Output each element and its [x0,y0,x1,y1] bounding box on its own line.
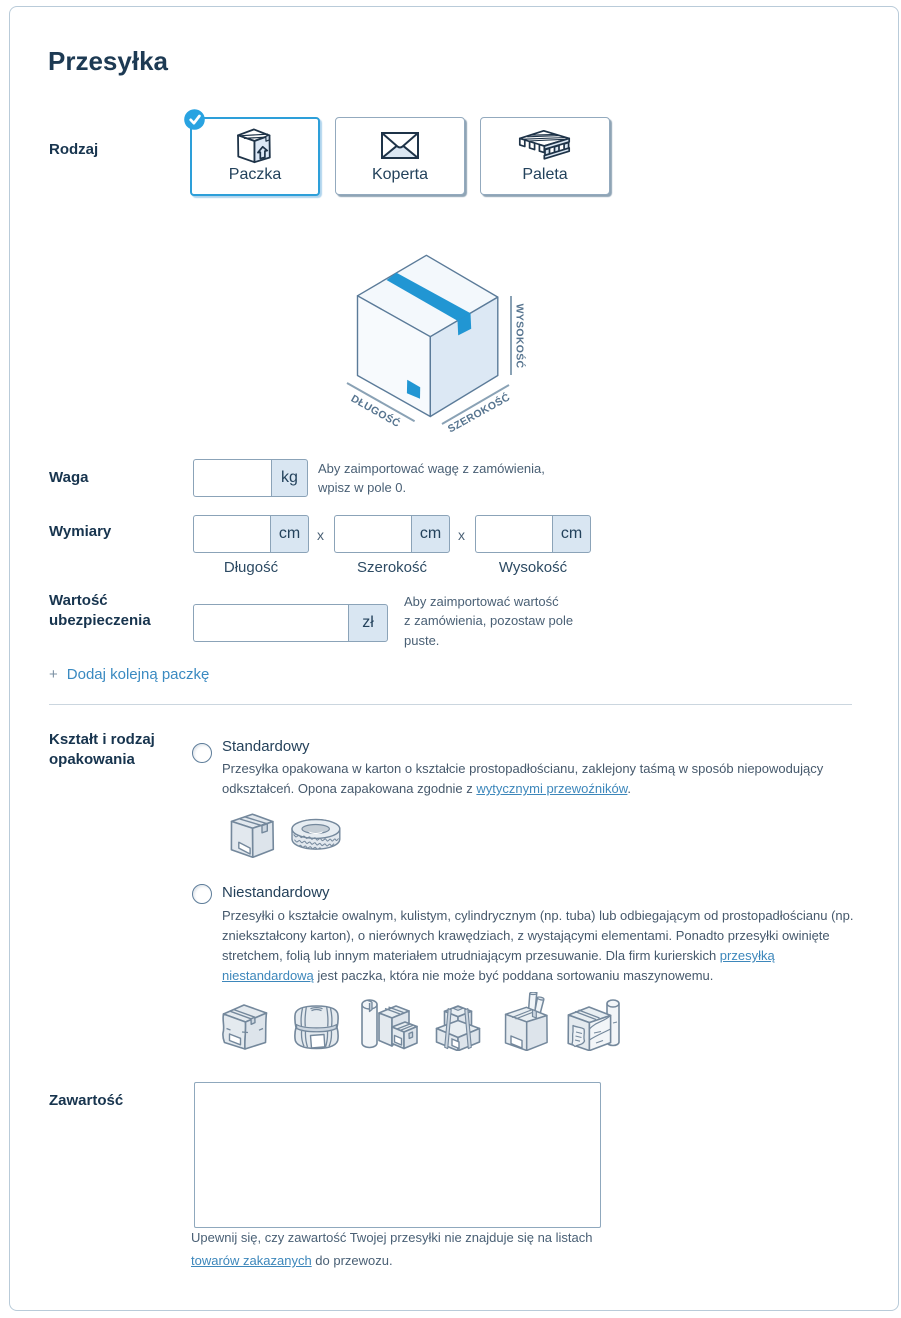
svg-text:WYSOKOŚĆ: WYSOKOŚĆ [514,304,527,369]
